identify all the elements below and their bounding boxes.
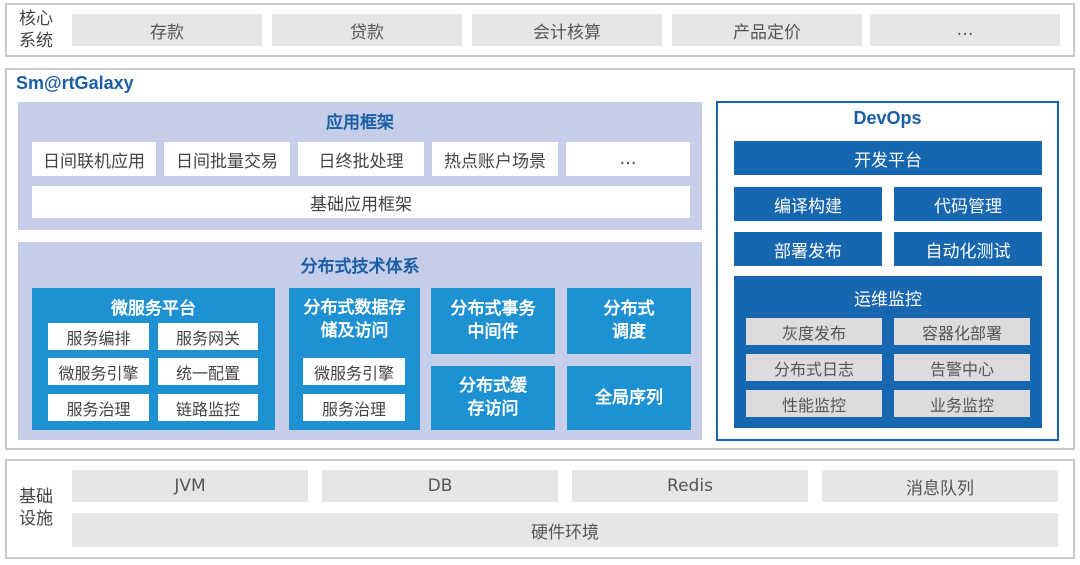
storage-item-engine: 微服务引擎 [303,358,405,385]
app-item-hotspot: 热点账户场景 [432,142,558,176]
core-item-pricing: 产品定价 [672,14,862,46]
core-item-deposit: 存款 [72,14,262,46]
scheduling-label: 分布式调度 [603,299,655,342]
ms-item-engine: 微服务引擎 [48,358,149,385]
app-framework-title: 应用框架 [326,113,394,133]
distributed-title: 分布式技术体系 [300,257,420,277]
cache-label: 分布式缓存访问 [459,376,527,419]
infra-item-mq: 消息队列 [822,470,1058,502]
microservice-title: 微服务平台 [111,299,196,319]
ms-item-tracing: 链路监控 [158,394,258,421]
ops-monitor-title: 运维监控 [854,290,922,310]
ms-item-config: 统一配置 [158,358,258,385]
infra-item-db: DB [322,470,558,502]
app-item-batch: 日间批量交易 [164,142,290,176]
ms-item-governance: 服务治理 [48,394,149,421]
app-item-more: … [566,142,690,176]
sequence-label: 全局序列 [595,387,663,408]
ms-item-gateway: 服务网关 [158,323,258,350]
app-item-online: 日间联机应用 [32,142,156,176]
ops-item-business: 业务监控 [894,390,1030,417]
base-app-framework: 基础应用框架 [32,186,690,218]
distributed-cache: 分布式缓存访问 [431,366,555,430]
transaction-label: 分布式事务中间件 [450,299,536,342]
build: 编译构建 [734,187,882,221]
ops-item-container: 容器化部署 [894,318,1030,345]
infra-label: 基础设施 [19,487,53,529]
platform-name: Sm@rtGalaxy [16,73,134,93]
core-systems-label: 核心系统 [19,9,53,51]
infra-item-redis: Redis [572,470,808,502]
distributed-scheduling: 分布式调度 [567,288,691,354]
auto-test: 自动化测试 [894,232,1042,266]
distributed-transaction: 分布式事务中间件 [431,288,555,354]
ops-item-gray-release: 灰度发布 [746,318,882,345]
devops-title: DevOps [853,108,922,128]
deploy-release: 部署发布 [734,232,882,266]
core-item-accounting: 会计核算 [472,14,662,46]
dev-platform: 开发平台 [734,141,1042,175]
storage-item-governance: 服务治理 [303,394,405,421]
global-sequence: 全局序列 [567,366,691,430]
ops-item-performance: 性能监控 [746,390,882,417]
storage-title: 分布式数据存储及访问 [303,298,406,341]
ops-item-logging: 分布式日志 [746,354,882,381]
ms-item-orchestration: 服务编排 [48,323,149,350]
ops-item-alerts: 告警中心 [894,354,1030,381]
hardware-environment: 硬件环境 [72,513,1058,547]
infra-item-jvm: JVM [72,470,308,502]
app-item-eod: 日终批处理 [298,142,424,176]
code-management: 代码管理 [894,187,1042,221]
core-item-more: … [870,14,1060,46]
core-item-loan: 贷款 [272,14,462,46]
